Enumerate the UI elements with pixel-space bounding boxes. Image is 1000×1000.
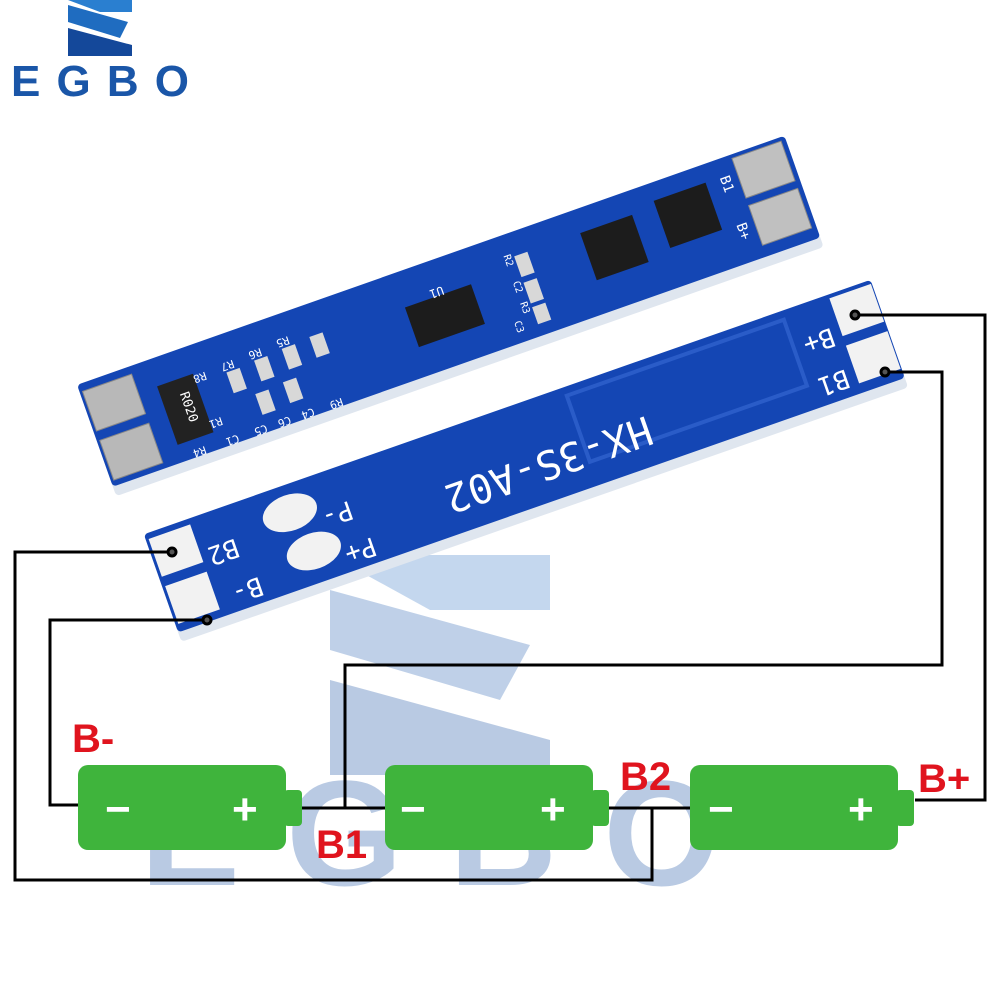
battery-3: − + [690,765,914,850]
svg-text:C1: C1 [224,432,241,449]
svg-text:C2: C2 [510,280,524,295]
svg-text:C3: C3 [511,319,525,334]
svg-text:R8: R8 [191,369,208,386]
svg-text:R5: R5 [274,333,291,350]
svg-text:+: + [848,785,874,834]
svg-text:−: − [105,785,131,834]
battery-1: − + [78,765,302,850]
svg-text:−: − [400,785,426,834]
svg-text:−: − [708,785,734,834]
svg-text:C6: C6 [276,413,293,430]
svg-text:+: + [232,785,258,834]
svg-text:B+: B+ [733,221,754,242]
label-b-plus: B+ [918,757,970,801]
svg-text:C4: C4 [299,405,316,422]
svg-text:R6: R6 [247,345,264,362]
battery-2: − + [385,765,609,850]
svg-text:R7: R7 [219,357,236,374]
svg-text:B1: B1 [716,174,737,195]
logo-text: EGBO [11,57,189,106]
svg-text:C5: C5 [252,422,269,439]
pcb-bottom-board: HX-3S-A02 P- P+ B2 B- B+ B1 [144,280,908,641]
label-b1: B1 [316,823,367,867]
svg-text:R9: R9 [328,395,345,412]
svg-text:R4: R4 [191,443,208,460]
pcb-top-board: R020 U1 R5 R6 R7 R8 R9 C4 C6 C5 C1 R1 R4… [78,136,823,496]
label-b2: B2 [620,755,671,799]
wire-b1 [300,370,944,810]
wire-b-plus [855,313,987,802]
svg-text:+: + [540,785,566,834]
svg-text:U1: U1 [428,283,446,301]
svg-text:R1: R1 [207,414,224,431]
svg-text:R2: R2 [501,253,515,268]
wire-b-minus [48,618,205,807]
label-b-minus: B- [72,717,114,761]
svg-text:R3: R3 [517,300,531,315]
egbo-logo: EGBO [11,0,189,106]
